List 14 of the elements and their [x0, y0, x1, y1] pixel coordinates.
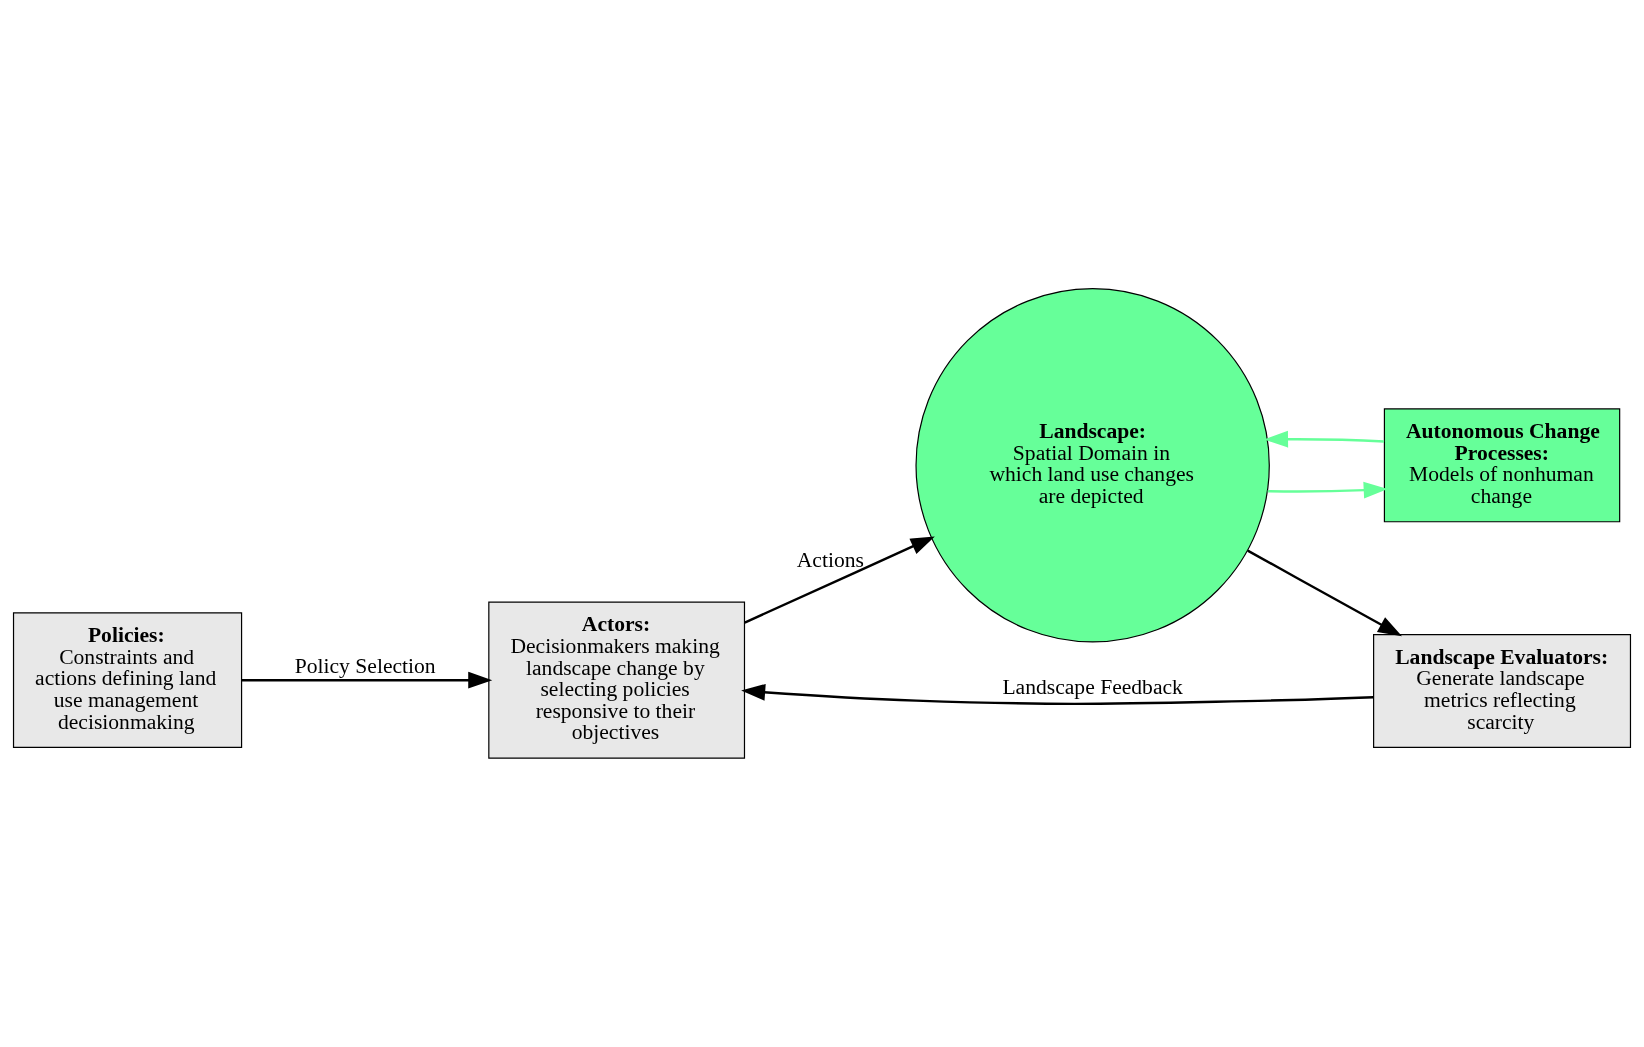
- arrow: [1264, 430, 1385, 448]
- edge-label: Actions: [796, 547, 864, 572]
- node-box: Actors: Decisionmakers making landscape change by selecting policies responsive to their objectives: [488, 601, 746, 759]
- node-circle: Landscape: Spatial Domain in which land use changes are depicted: [915, 288, 1270, 643]
- arrow: [741, 683, 1374, 706]
- edge-label: Policy Selection: [294, 654, 436, 679]
- edge-label: Landscape Feedback: [1002, 674, 1183, 699]
- node-box: Autonomous Change Processes: Models of nonhuman change: [1383, 408, 1621, 523]
- arrow: [1267, 481, 1388, 499]
- arrow: [1247, 549, 1403, 637]
- node-box: Landscape Evaluators: Generate landscape metrics reflecting scarcity: [1373, 633, 1632, 748]
- arrow: [744, 536, 935, 624]
- node-box: Policies: Constraints and actions defining land use management decisionmaking: [12, 612, 243, 748]
- arrow: [241, 671, 493, 689]
